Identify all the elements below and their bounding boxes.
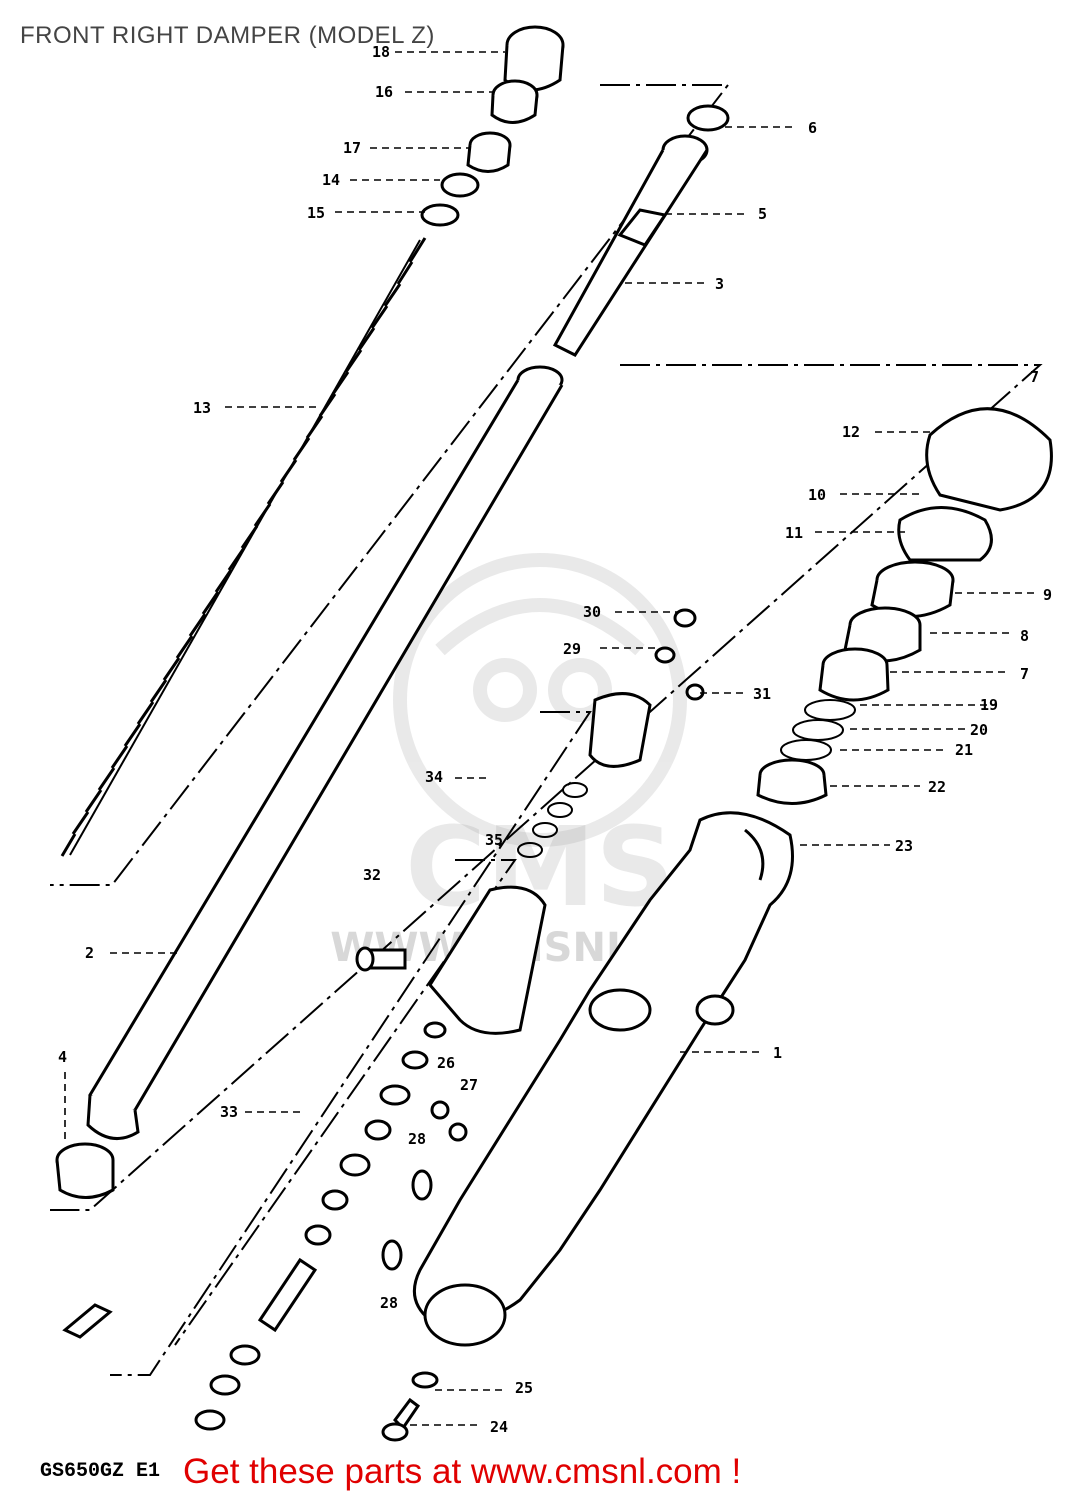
part-25 <box>411 1371 439 1389</box>
part-30 <box>673 608 697 628</box>
callout-25: 25 <box>515 1379 533 1397</box>
part-1-outer-tube <box>412 811 794 1347</box>
part-28-upper <box>411 1169 433 1201</box>
callout-33: 33 <box>220 1103 238 1121</box>
callout-28-lower: 28 <box>380 1294 398 1312</box>
callout-32: 32 <box>363 866 381 884</box>
part-32-bolt <box>355 946 407 972</box>
callout-16: 16 <box>375 83 393 101</box>
callout-26: 26 <box>437 1054 455 1072</box>
callout-18: 18 <box>372 43 390 61</box>
callout-14: 14 <box>322 171 340 189</box>
callout-labels: 18 16 17 14 15 6 5 3 13 7 12 10 11 9 30 … <box>58 43 1052 1436</box>
callout-3: 3 <box>715 275 724 293</box>
damper-cylinder <box>428 885 547 1035</box>
part-14 <box>440 172 480 198</box>
callout-8: 8 <box>1020 627 1029 645</box>
part-3-damper-rod <box>552 134 709 357</box>
callout-20: 20 <box>970 721 988 739</box>
part-13-spring-coils <box>60 237 427 857</box>
part-28-lower <box>381 1239 403 1271</box>
rod-group-outline <box>174 859 517 1346</box>
part-2-inner-tube <box>86 365 564 1141</box>
callout-1: 1 <box>773 1044 782 1062</box>
part-29 <box>654 646 676 664</box>
part-12-boot <box>925 407 1053 512</box>
tube-group-outline <box>50 364 1043 1211</box>
callout-2: 2 <box>85 944 94 962</box>
part-4-seal <box>55 1142 115 1199</box>
callout-17: 17 <box>343 139 361 157</box>
callout-22: 22 <box>928 778 946 796</box>
callout-15: 15 <box>307 204 325 222</box>
callout-11: 11 <box>785 524 803 542</box>
callout-35: 35 <box>485 831 503 849</box>
callout-21: 21 <box>955 741 973 759</box>
callout-7-top: 7 <box>1030 368 1039 386</box>
watermark-logo <box>393 553 687 847</box>
spring-group-outline <box>50 84 731 886</box>
part-7-bushing <box>818 647 890 702</box>
part-34-piston <box>588 692 652 768</box>
part-16 <box>490 79 539 124</box>
part-24-bolt <box>381 1397 421 1442</box>
callout-5: 5 <box>758 205 767 223</box>
part-33-rod-parts <box>194 1021 447 1431</box>
promo-link[interactable]: Get these parts at www.cmsnl.com ! <box>183 1452 742 1491</box>
callout-10: 10 <box>808 486 826 504</box>
callout-24: 24 <box>490 1418 508 1436</box>
callout-28-upper: 28 <box>408 1130 426 1148</box>
part-27 <box>448 1122 468 1142</box>
callout-27: 27 <box>460 1076 478 1094</box>
part-19-21-clips <box>780 699 856 761</box>
part-35-rings <box>517 782 588 858</box>
callout-4: 4 <box>58 1048 67 1066</box>
callout-23: 23 <box>895 837 913 855</box>
callout-29: 29 <box>563 640 581 658</box>
callout-9: 9 <box>1043 586 1052 604</box>
part-15-ring <box>420 203 460 227</box>
callout-6: 6 <box>808 119 817 137</box>
part-26 <box>430 1100 450 1120</box>
callout-13: 13 <box>193 399 211 417</box>
callout-12: 12 <box>842 423 860 441</box>
model-code: GS650GZ E1 <box>40 1460 161 1483</box>
damper-group-outline <box>110 711 592 1376</box>
part-22-washer <box>756 758 828 805</box>
callout-19: 19 <box>980 696 998 714</box>
part-17 <box>466 131 512 173</box>
part-6 <box>686 104 730 132</box>
callout-7: 7 <box>1020 665 1029 683</box>
callout-31: 31 <box>753 685 771 703</box>
callout-30: 30 <box>583 603 601 621</box>
part-10-11-clip <box>897 506 993 562</box>
part-31 <box>685 683 705 701</box>
page-title: FRONT RIGHT DAMPER (MODEL Z) <box>20 22 435 49</box>
part-13-spring <box>69 239 421 856</box>
callout-34: 34 <box>425 768 443 786</box>
leader-lines <box>64 51 1035 1426</box>
front-arrow-icon <box>62 1303 113 1339</box>
